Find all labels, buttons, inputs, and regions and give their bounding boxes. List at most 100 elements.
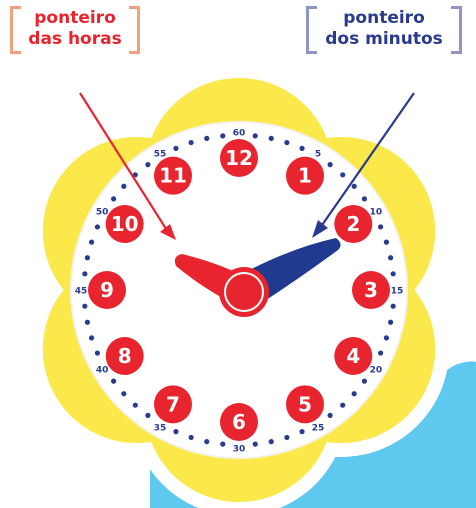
minute-number-label: 55 (154, 150, 167, 160)
hour-number-label: 8 (118, 344, 132, 368)
minute-dot (351, 391, 357, 397)
hour-label-right-bracket (129, 6, 140, 54)
minute-dot (188, 434, 194, 441)
hour-number-disc (352, 271, 390, 309)
minute-number-label: 5 (315, 150, 321, 160)
minute-dot (111, 196, 117, 202)
hour-number-label: 4 (346, 344, 360, 368)
minute-dot (383, 239, 390, 245)
minute-dot (351, 183, 357, 189)
hand-pivot-outer (219, 267, 269, 317)
minute-dot (173, 428, 179, 435)
minute-dot (204, 135, 210, 141)
hour-number-label: 11 (159, 164, 187, 188)
minute-number-label: 40 (96, 366, 109, 376)
hour-number-label: 7 (166, 392, 180, 416)
minute-dot (268, 439, 274, 445)
minute-dot (145, 162, 151, 168)
minute-dot (299, 145, 305, 152)
hour-label-line-1: ponteiro (34, 8, 116, 28)
minute-pointer-arrowhead (312, 220, 328, 238)
minute-dot (88, 239, 95, 245)
minute-dot (340, 402, 346, 408)
hour-pointer-line (79, 92, 169, 233)
minute-dot (299, 428, 305, 435)
minute-number-label: 60 (233, 129, 246, 139)
minute-dot (377, 224, 384, 230)
minute-number-label: 35 (154, 423, 167, 433)
minute-dot (284, 434, 290, 441)
hour-number-disc (286, 156, 324, 195)
minute-dot (121, 183, 127, 189)
minute-number-label: 15 (391, 287, 404, 297)
minute-dot (390, 271, 396, 277)
minute-dot (388, 255, 394, 261)
minute-dot (340, 172, 346, 178)
minute-pointer-line (319, 92, 415, 229)
hour-hand-label: ponteiro das horas (10, 6, 140, 54)
minute-label-line-2: dos minutos (325, 29, 443, 49)
minute-dot (204, 439, 210, 445)
minute-dot (361, 196, 367, 202)
minute-dot (252, 133, 258, 139)
minute-dot (188, 139, 194, 146)
minute-dot (327, 162, 333, 168)
minute-dot (388, 319, 394, 325)
hour-number-label: 5 (298, 392, 312, 416)
minute-number-label: 10 (370, 208, 383, 218)
minute-label-line-1: ponteiro (343, 8, 425, 28)
hour-number-disc (220, 139, 258, 177)
minute-dot (132, 402, 138, 408)
minute-dot (284, 139, 290, 146)
minute-dot (377, 350, 384, 356)
hour-number-label: 10 (111, 212, 139, 236)
minute-dot (361, 378, 367, 384)
hour-number-disc (334, 205, 373, 243)
minute-number-label: 45 (75, 287, 88, 297)
minute-number-label: 50 (96, 208, 109, 218)
minute-dot (88, 335, 95, 341)
hour-label-line-2: das horas (28, 29, 122, 49)
minute-dot (252, 441, 258, 447)
minute-dot (220, 133, 226, 139)
hour-number-disc (154, 385, 192, 424)
hour-number-disc (286, 385, 324, 424)
hour-number-disc (334, 337, 373, 375)
hour-number-disc (88, 271, 126, 309)
hour-number-disc (105, 205, 144, 243)
hand-pivot-ring (224, 272, 264, 312)
minute-dot (94, 224, 101, 230)
minute-dot (132, 172, 138, 178)
hour-number-disc (105, 337, 144, 375)
minute-dot (111, 378, 117, 384)
minute-label-right-bracket (451, 6, 462, 54)
hour-number-disc (220, 403, 258, 441)
minute-number-label: 20 (370, 366, 383, 376)
minute-dot (84, 255, 90, 261)
minute-number-label: 25 (312, 423, 325, 433)
minute-hand-label: ponteiro dos minutos (306, 6, 462, 54)
minute-dot (82, 271, 88, 277)
minute-dot (383, 335, 390, 341)
hour-number-label: 3 (364, 278, 378, 302)
minute-dot (220, 441, 226, 447)
hour-number-label: 12 (225, 146, 253, 170)
hour-number-label: 9 (100, 278, 114, 302)
hour-number-disc (154, 156, 192, 195)
hour-number-label: 6 (232, 410, 246, 434)
minute-dot (173, 145, 179, 152)
minute-dot (268, 135, 274, 141)
minute-dot (94, 350, 101, 356)
minute-label-left-bracket (306, 6, 317, 54)
hour-number-label: 2 (346, 212, 360, 236)
minute-dot (327, 412, 333, 418)
hour-number-label: 1 (298, 164, 312, 188)
minute-number-label: 30 (233, 445, 246, 455)
minute-dots (82, 133, 396, 447)
minute-dot (82, 303, 88, 309)
minute-dot (121, 391, 127, 397)
hour-pointer-arrowhead (160, 224, 176, 240)
